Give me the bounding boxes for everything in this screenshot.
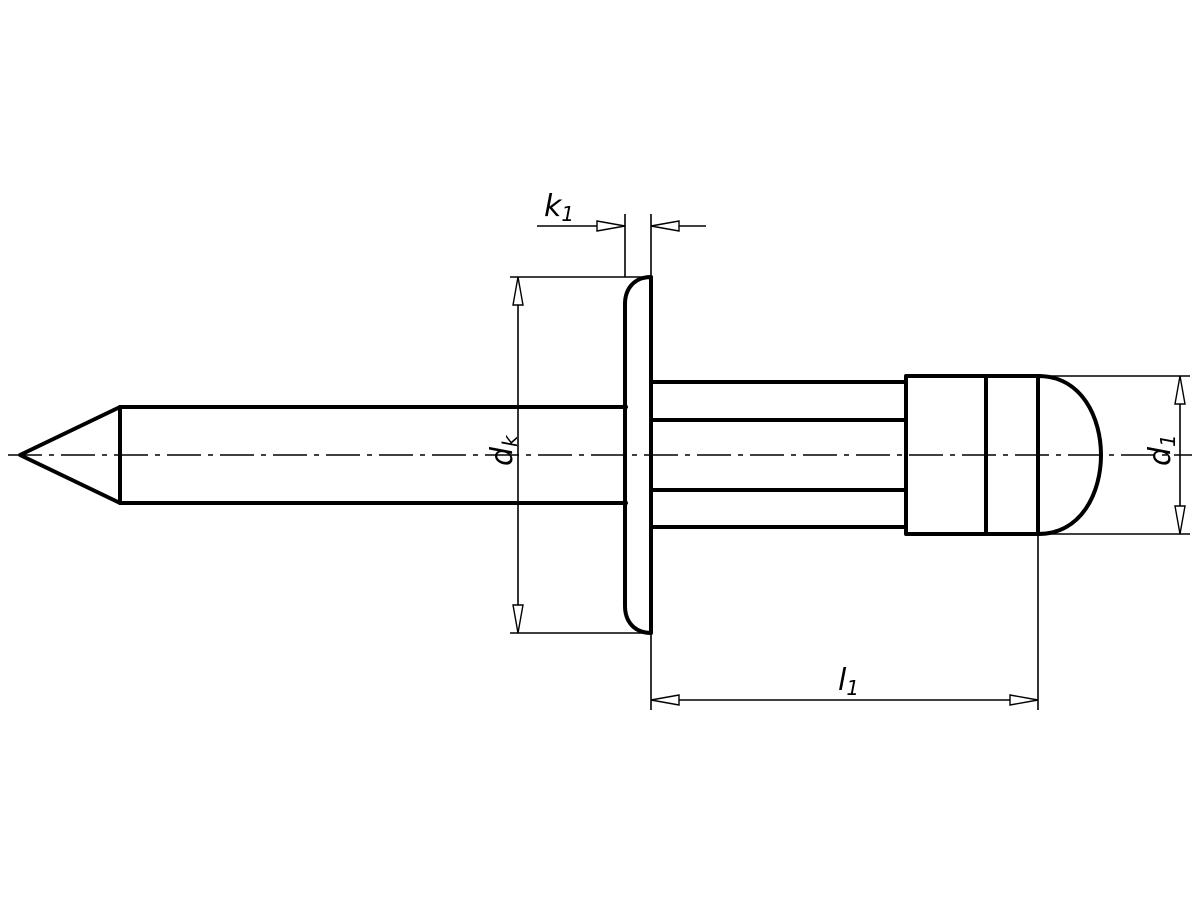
dimension-l1: l1: [650, 534, 1039, 710]
l1-arrow-right: [1009, 694, 1039, 706]
dk-arrow-bottom: [512, 604, 524, 634]
l1-label-sub: 1: [846, 676, 859, 700]
d1-label-main: d: [1143, 446, 1178, 466]
rivet-head: [623, 275, 653, 635]
k1-label-main: k: [544, 189, 563, 224]
mandrel-tip: [18, 405, 122, 505]
mandrel-head-dome: [1036, 374, 1103, 536]
dimension-k1: k1: [537, 189, 706, 277]
dk-label-main: d: [485, 446, 520, 466]
d1-label-sub: 1: [1156, 434, 1180, 447]
k1-arrow-left: [596, 220, 626, 232]
k1-label: k1: [544, 189, 574, 226]
mandrel-head-body: [904, 374, 1040, 536]
d1-arrow-top: [1174, 375, 1186, 405]
dimension-d1: d1: [1038, 375, 1190, 535]
dk-arrow-top: [512, 276, 524, 306]
l1-label-main: l: [838, 663, 847, 698]
dk-label: dk: [485, 434, 522, 466]
d1-label: d1: [1143, 434, 1180, 466]
k1-label-sub: 1: [561, 202, 574, 226]
dimension-dk: dk: [485, 276, 651, 634]
dk-label-sub: k: [498, 434, 522, 447]
l1-label: l1: [838, 663, 859, 700]
mandrel-head: [904, 374, 1103, 536]
l1-arrow-left: [650, 694, 680, 706]
k1-arrow-right: [650, 220, 680, 232]
rivet-shank: [649, 380, 908, 529]
d1-arrow-bottom: [1174, 505, 1186, 535]
mandrel: [18, 405, 628, 505]
